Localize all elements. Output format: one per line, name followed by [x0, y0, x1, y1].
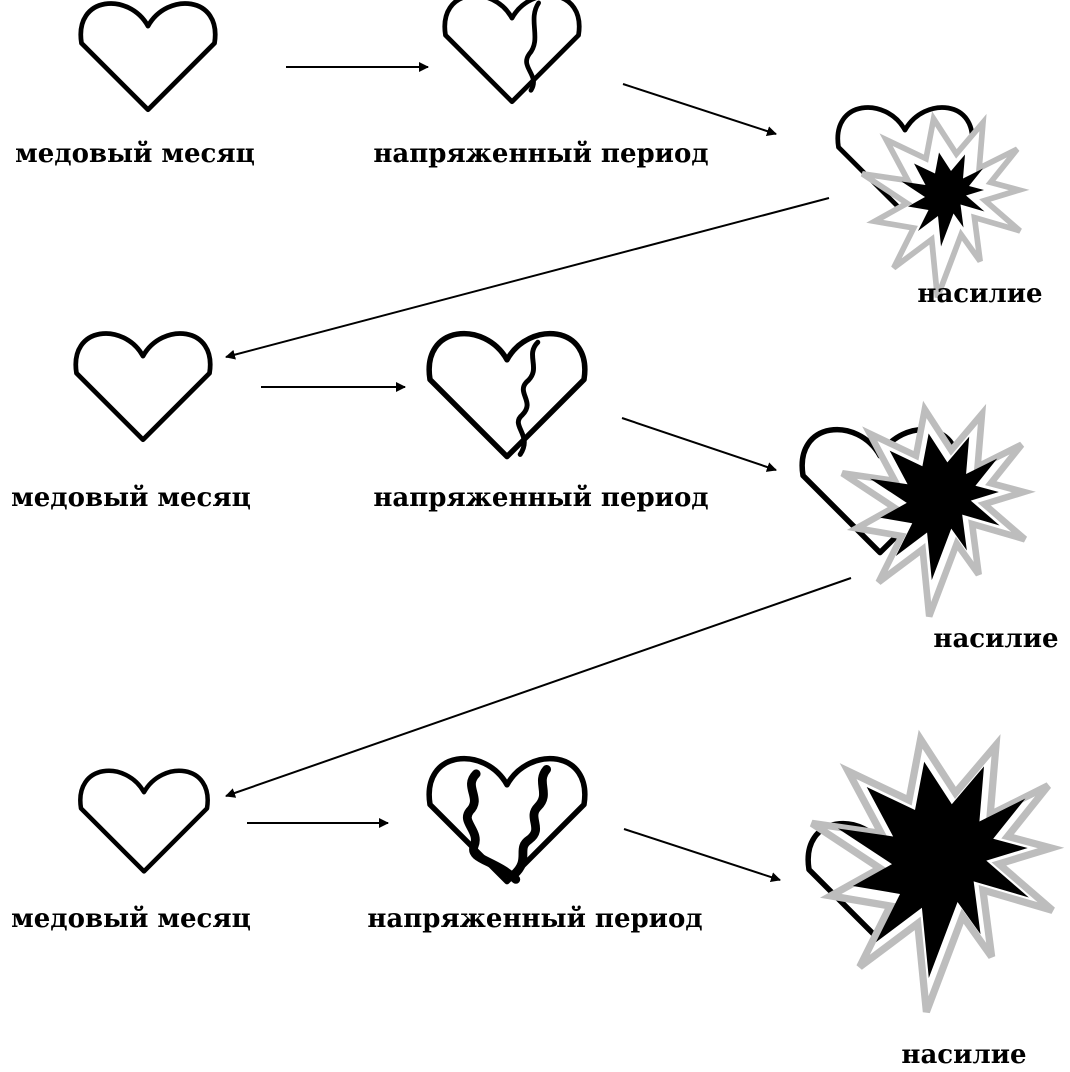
stage-label-tension: напряженный период	[373, 483, 708, 513]
stage-label-honeymoon: медовый месяц	[11, 483, 251, 513]
heart-icon	[76, 334, 210, 440]
arrow-icon	[225, 197, 830, 360]
stage-label-tension: напряженный период	[367, 904, 702, 934]
arrow-icon	[225, 577, 852, 798]
cracked-heart-icon	[429, 334, 585, 457]
stage-label-violence: насилие	[901, 1040, 1026, 1070]
arrow-icon	[622, 83, 777, 136]
stage-label-honeymoon: медовый месяц	[15, 139, 255, 169]
stage-violence-3: насилие	[808, 729, 1065, 1070]
heart-explosion-icon	[838, 108, 1030, 299]
stage-violence-1: насилие	[838, 108, 1043, 309]
cracked-heart-icon	[429, 759, 585, 882]
stage-honeymoon-2: медовый месяц	[11, 334, 251, 513]
stage-tension-1: напряженный период	[373, 0, 709, 169]
stage-label-tension: напряженный период	[373, 139, 708, 169]
stage-label-violence: насилие	[933, 624, 1058, 654]
cracked-heart-icon	[445, 0, 579, 102]
stage-label-violence: насилие	[917, 279, 1042, 309]
heart-icon	[80, 771, 207, 872]
arrow-icon	[623, 828, 781, 882]
heart-icon	[81, 4, 215, 110]
heart-explosion-icon	[802, 400, 1036, 618]
stage-honeymoon-1: медовый месяц	[15, 4, 255, 169]
stage-violence-2: насилие	[802, 400, 1059, 654]
arrow-icon	[621, 417, 777, 472]
stage-tension-2: напряженный период	[373, 334, 709, 513]
stage-label-honeymoon: медовый месяц	[11, 904, 251, 934]
stage-honeymoon-3: медовый месяц	[11, 771, 251, 934]
stage-tension-3: напряженный период	[367, 759, 703, 934]
heart-explosion-icon	[808, 729, 1065, 1014]
